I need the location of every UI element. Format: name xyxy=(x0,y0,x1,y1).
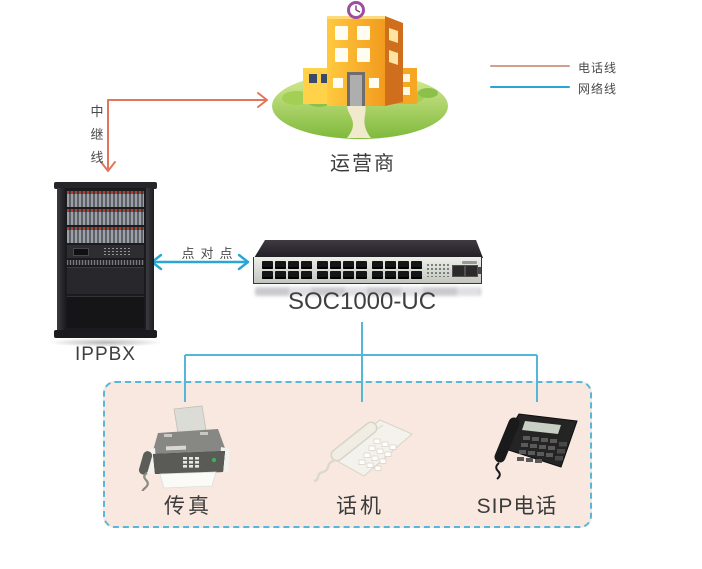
rj45-port xyxy=(275,261,286,269)
rj45-port xyxy=(262,271,273,279)
rj45-port xyxy=(385,271,396,279)
rack-rail-right xyxy=(146,188,154,331)
trunk-line xyxy=(100,92,268,172)
line-card-shelf xyxy=(67,209,144,225)
rj45-port xyxy=(275,271,286,279)
fax-handset xyxy=(138,451,153,475)
sip-phone-image xyxy=(494,413,578,480)
soc1000-uc-image xyxy=(250,238,485,300)
rj45-port xyxy=(330,271,341,279)
led-grid xyxy=(426,263,450,277)
rj45-port xyxy=(372,261,383,269)
control-panel xyxy=(67,245,144,258)
blank-panel xyxy=(67,267,144,294)
switch-top-face xyxy=(254,240,483,258)
phone-line-legend-label: 电话线 xyxy=(578,61,618,75)
trunk-line-label: 中继线 xyxy=(90,104,104,165)
rj45-port xyxy=(398,261,409,269)
rj45-port xyxy=(356,271,367,279)
rj45-port xyxy=(343,271,354,279)
rj45-port xyxy=(356,261,367,269)
desk-phone-label: 话机 xyxy=(336,495,384,518)
line-card-shelf xyxy=(67,227,144,243)
rj45-port xyxy=(288,271,299,279)
rack-inner xyxy=(65,188,146,331)
building xyxy=(303,16,417,106)
network-line-swatch xyxy=(490,86,570,88)
operator-building-image xyxy=(272,1,448,139)
sip-cord xyxy=(495,462,501,480)
rj45-port xyxy=(372,271,383,279)
ippbx-rack-image xyxy=(47,182,164,347)
rack-top-cap xyxy=(54,182,157,189)
brand-mark xyxy=(462,261,477,264)
rj45-port-group xyxy=(372,261,422,279)
switch-front-panel xyxy=(253,257,482,284)
control-keypad xyxy=(103,247,131,256)
rj45-port xyxy=(385,261,396,269)
rack-body xyxy=(57,188,154,331)
network-line-legend-label: 网络线 xyxy=(578,82,618,96)
rj45-port xyxy=(288,261,299,269)
phone-cord xyxy=(313,459,335,483)
rj45-port xyxy=(411,271,422,279)
rj45-port xyxy=(262,261,273,269)
rj45-port xyxy=(317,261,328,269)
console-port xyxy=(478,267,481,274)
rj45-port xyxy=(398,271,409,279)
operator-label: 运营商 xyxy=(330,153,396,175)
sip-handset xyxy=(494,417,520,463)
rj45-port xyxy=(343,261,354,269)
rack-bottom-cap xyxy=(54,330,157,338)
line-card-shelf xyxy=(67,191,144,207)
walkway xyxy=(347,100,371,138)
sfp-port xyxy=(452,265,465,277)
rj45-port xyxy=(411,261,422,269)
fax-label: 传真 xyxy=(164,495,212,518)
fax-cord xyxy=(141,472,149,491)
phone-handset xyxy=(332,423,376,460)
rj45-port-group xyxy=(262,261,312,279)
control-display xyxy=(73,248,89,256)
desk-phone-image xyxy=(313,419,413,483)
rj45-port xyxy=(330,261,341,269)
rj45-port xyxy=(317,271,328,279)
rack-shadow xyxy=(47,338,164,347)
clock-icon xyxy=(347,1,365,19)
rj45-port-group xyxy=(317,261,367,279)
sip-phone-label: SIP电话 xyxy=(476,495,558,518)
blank-panel xyxy=(67,296,144,328)
ippbx-label: IPPBX xyxy=(75,344,136,365)
rj45-port xyxy=(301,261,312,269)
point-to-point-label: 点对点 xyxy=(181,246,239,261)
phone-line-swatch xyxy=(490,65,570,67)
rack-rail-left xyxy=(57,188,65,331)
sfp-port xyxy=(465,265,478,277)
switch-reflection xyxy=(255,287,481,296)
gateway-label: SOC1000-UC xyxy=(287,288,437,315)
vent-slat xyxy=(67,260,144,265)
rj45-port xyxy=(301,271,312,279)
fax-image xyxy=(138,405,230,491)
